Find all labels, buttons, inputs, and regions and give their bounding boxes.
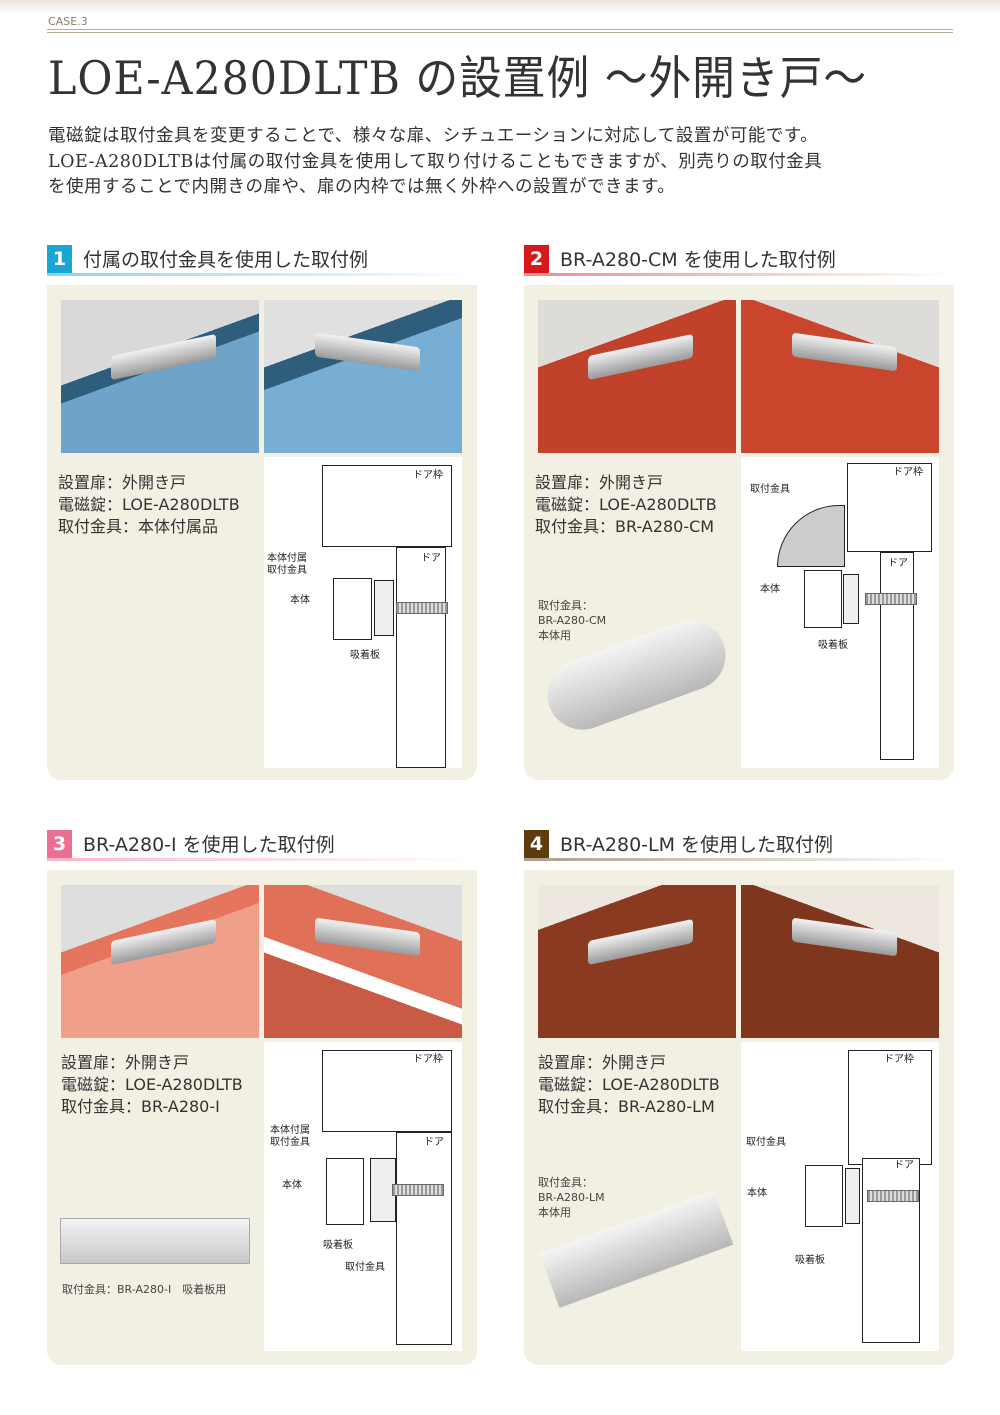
case-label: CASE.3: [48, 15, 88, 28]
spec-line: 取付金具：BR-A280-CM: [535, 517, 715, 536]
bolt-icon: [396, 602, 448, 614]
diagram-label-door: ドア: [421, 553, 441, 564]
section-header: 1 付属の取付金具を使用した取付例: [47, 243, 477, 276]
installation-photo-angle: [741, 885, 939, 1038]
spec-line: 設置扉：外開き戸: [538, 1053, 667, 1072]
installation-photo-angle: [264, 885, 462, 1038]
diagram-label-bracket2: 取付金具: [345, 1262, 385, 1273]
spec-line: 取付金具：本体付属品: [58, 517, 219, 536]
installation-photo-angle: [264, 300, 462, 453]
spec-line: 設置扉：外開き戸: [58, 473, 187, 492]
door-frame-shape: [848, 1050, 932, 1165]
armature-bracket-image: [60, 1218, 250, 1264]
section-underline: [47, 858, 477, 861]
door-shape: [880, 552, 914, 760]
diagram-label-frame: ドア枠: [413, 470, 443, 481]
lock-body-shape: [804, 570, 842, 628]
section-underline: [524, 858, 954, 861]
diagram-label-bracket: 取付金具: [750, 484, 790, 495]
installation-photo-angle: [741, 300, 939, 453]
diagram-label-plate: 吸着板: [350, 650, 380, 661]
lock-body-shape: [326, 1158, 364, 1225]
section-header: 4 BR-A280-LM を使用した取付例: [524, 828, 954, 861]
door-frame-shape: [847, 463, 932, 552]
diagram-label-plate: 吸着板: [818, 640, 848, 651]
installation-photo-front: [61, 300, 259, 453]
installation-photo-front: [61, 885, 259, 1038]
diagram-label-door: ドア: [894, 1160, 914, 1171]
spec-line: 取付金具：BR-A280-I: [61, 1097, 220, 1116]
diagram-label-body: 本体: [747, 1188, 767, 1199]
intro-line: を使用することで内開きの扉や、扉の内枠では無く外枠への設置ができます。: [48, 177, 676, 197]
section-number-badge: 2: [524, 245, 549, 273]
diagram-label-plate: 吸着板: [323, 1240, 353, 1251]
diagram-label-door: ドア: [888, 558, 908, 569]
bolt-icon: [867, 1190, 919, 1202]
lock-body-shape: [805, 1165, 843, 1227]
divider: [47, 32, 953, 33]
diagram-label-door: ドア: [424, 1137, 444, 1148]
section-underline: [47, 273, 477, 276]
armature-plate-shape: [843, 574, 859, 624]
section-title: BR-A280-LM を使用した取付例: [560, 834, 834, 856]
product-caption: 取付金具：BR-A280-I 吸着板用: [62, 1283, 227, 1296]
spec-line: 電磁錠：LOE-A280DLTB: [538, 1075, 720, 1094]
intro-line: 電磁錠は取付金具を変更することで、様々な扉、シチュエーションに対応して設置が可能…: [48, 126, 819, 146]
door-frame-shape: [322, 465, 452, 547]
installation-photo-front: [538, 885, 736, 1038]
intro-line: LOE-A280DLTBは付属の取付金具を使用して取り付けることもできますが、別…: [48, 152, 823, 172]
bolt-icon: [392, 1184, 444, 1196]
lock-body-shape: [333, 578, 372, 640]
door-shape: [396, 547, 446, 768]
section-header: 3 BR-A280-I を使用した取付例: [47, 828, 477, 861]
diagram-label-bracket: 本体付属 取付金具: [267, 553, 307, 576]
diagram-label-plate: 吸着板: [795, 1255, 825, 1266]
diagram-label-frame: ドア枠: [413, 1054, 443, 1065]
spec-line: 電磁錠：LOE-A280DLTB: [61, 1075, 243, 1094]
diagram-label-bracket: 取付金具: [746, 1137, 786, 1148]
door-frame-shape: [322, 1050, 452, 1132]
diagram-label-bracket: 本体付属 取付金具: [270, 1125, 310, 1148]
installation-photo-front: [538, 300, 736, 453]
section-title: BR-A280-I を使用した取付例: [83, 834, 335, 856]
section-number-badge: 4: [524, 830, 549, 858]
armature-plate-shape: [845, 1168, 860, 1224]
spec-line: 電磁錠：LOE-A280DLTB: [535, 495, 717, 514]
section-title: 付属の取付金具を使用した取付例: [83, 249, 369, 271]
diagram-label-body: 本体: [760, 584, 780, 595]
section-title: BR-A280-CM を使用した取付例: [560, 249, 836, 271]
door-shape: [862, 1158, 920, 1343]
top-band: [0, 0, 1000, 14]
section-header: 2 BR-A280-CM を使用した取付例: [524, 243, 954, 276]
section-number-badge: 1: [47, 245, 72, 273]
product-caption: 取付金具： BR-A280-CM 本体用: [538, 599, 607, 642]
spec-line: 電磁錠：LOE-A280DLTB: [58, 495, 240, 514]
product-caption: 取付金具： BR-A280-LM 本体用: [538, 1176, 605, 1219]
armature-plate-shape: [374, 580, 394, 636]
divider: [47, 29, 953, 30]
bolt-icon: [865, 593, 917, 605]
door-shape: [396, 1132, 452, 1345]
section-number-badge: 3: [47, 830, 72, 858]
diagram-label-frame: ドア枠: [893, 467, 923, 478]
spec-line: 設置扉：外開き戸: [535, 473, 664, 492]
spec-line: 設置扉：外開き戸: [61, 1053, 190, 1072]
diagram-label-body: 本体: [282, 1180, 302, 1191]
page-title: LOE-A280DLTB の設置例 ～外開き戸～: [48, 51, 868, 105]
diagram-label-body: 本体: [290, 595, 310, 606]
diagram-label-frame: ドア枠: [884, 1054, 914, 1065]
section-underline: [524, 273, 954, 276]
spec-line: 取付金具：BR-A280-LM: [538, 1097, 715, 1116]
